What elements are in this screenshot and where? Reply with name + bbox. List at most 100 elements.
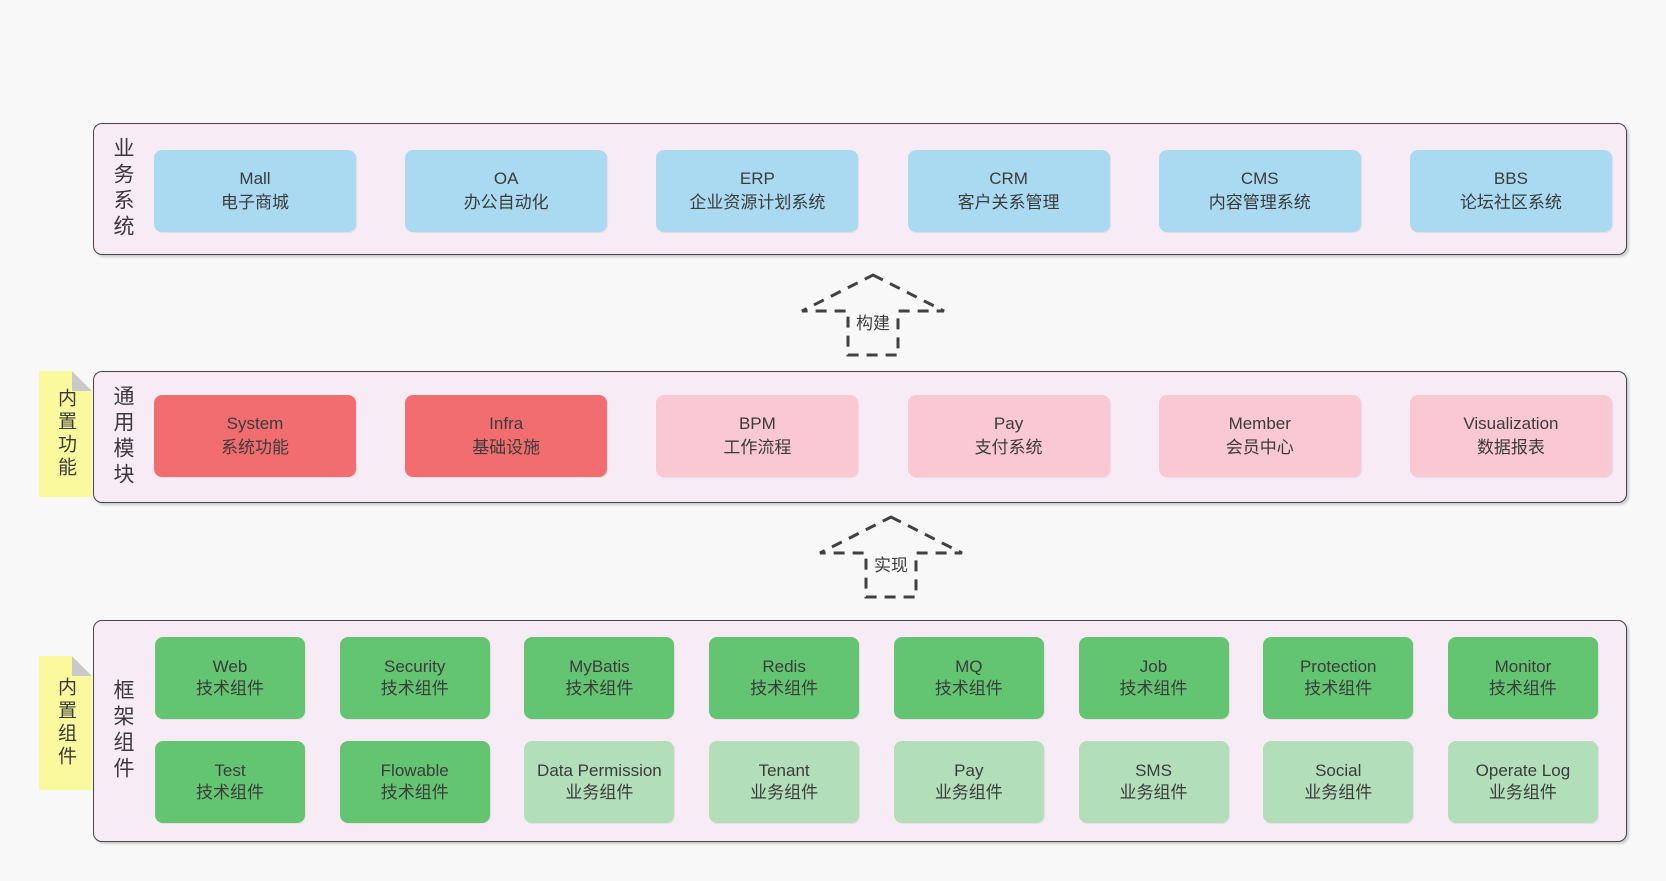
box-title: ERP (739, 169, 775, 188)
box-subtitle: 技术组件 (1488, 679, 1557, 698)
box-title: CMS (1240, 169, 1279, 188)
box-operate-log: Operate Log 业务组件 (1447, 741, 1598, 823)
box-redis: Redis 技术组件 (709, 637, 860, 719)
box-job: Job 技术组件 (1078, 637, 1229, 719)
band-label-business-systems: 业务系统 (111, 137, 134, 241)
box-subtitle: 内容管理系统 (1208, 193, 1311, 212)
box-title: Visualization (1463, 414, 1559, 433)
box-title: Redis (762, 657, 806, 676)
box-subtitle: 电子商城 (221, 193, 289, 212)
arrow-build: 构建 (798, 272, 948, 358)
box-subtitle: 技术组件 (1119, 679, 1188, 698)
box-subtitle: 业务组件 (750, 783, 819, 802)
box-test: Test 技术组件 (155, 741, 305, 823)
box-monitor: Monitor 技术组件 (1447, 637, 1598, 719)
box-subtitle: 技术组件 (380, 783, 449, 802)
folded-corner-icon (72, 371, 92, 391)
box-subtitle: 数据报表 (1476, 438, 1545, 457)
box-title: Flowable (380, 761, 449, 780)
arrow-label-build: 构建 (852, 308, 894, 335)
box-mybatis: MyBatis 技术组件 (524, 637, 675, 719)
band-common-modules: 通用模块 System 系统功能 Infra 基础设施 BPM 工作流程 Pay… (93, 371, 1627, 503)
box-title: Pay (954, 761, 984, 780)
box-subtitle: 企业资源计划系统 (689, 193, 826, 212)
box-crm: CRM 客户关系管理 (907, 150, 1110, 232)
box-mall: Mall 电子商城 (154, 150, 356, 232)
box-bbs: BBS 论坛社区系统 (1409, 150, 1612, 232)
box-subtitle: 业务组件 (1488, 783, 1557, 802)
box-title: Test (214, 761, 246, 780)
sticky-note-label: 内置功能 (55, 388, 76, 480)
box-subtitle: 业务组件 (565, 783, 634, 802)
box-title: Member (1228, 414, 1291, 433)
dashed-up-arrow-icon (819, 515, 963, 599)
box-protection: Protection 技术组件 (1263, 637, 1414, 719)
sticky-note-label: 内置组件 (55, 677, 76, 769)
box-title: BPM (738, 414, 776, 433)
box-subtitle: 工作流程 (723, 438, 792, 457)
box-subtitle: 基础设施 (472, 438, 541, 457)
box-subtitle: 业务组件 (934, 783, 1003, 802)
box-title: Infra (489, 414, 524, 433)
box-title: BBS (1493, 169, 1528, 188)
box-infra: Infra 基础设施 (405, 395, 608, 477)
box-title: Pay (993, 414, 1024, 433)
sticky-note-built-in-features: 内置功能 (39, 371, 92, 497)
box-pay-component: Pay 业务组件 (893, 741, 1044, 823)
box-title: System (226, 414, 284, 433)
box-sms: SMS 业务组件 (1078, 741, 1229, 823)
box-title: SMS (1135, 761, 1172, 780)
business-systems-row: Mall 电子商城 OA 办公自动化 ERP 企业资源计划系统 CRM 客户关系… (154, 150, 1612, 232)
box-title: Web (212, 657, 248, 676)
box-social: Social 业务组件 (1263, 741, 1414, 823)
box-subtitle: 系统功能 (221, 438, 289, 457)
box-mq: MQ 技术组件 (893, 637, 1044, 719)
box-title: Protection (1299, 657, 1377, 676)
framework-components-row-1: Web 技术组件 Security 技术组件 MyBatis 技术组件 Redi… (155, 637, 1598, 719)
common-modules-row: System 系统功能 Infra 基础设施 BPM 工作流程 Pay 支付系统… (154, 395, 1612, 477)
box-data-permission: Data Permission 业务组件 (524, 741, 675, 823)
box-title: Monitor (1494, 657, 1552, 676)
box-subtitle: 论坛社区系统 (1459, 193, 1562, 212)
band-framework-components: 框架组件 Web 技术组件 Security 技术组件 MyBatis 技术组件… (93, 620, 1627, 842)
framework-components-row-2: Test 技术组件 Flowable 技术组件 Data Permission … (155, 741, 1598, 823)
box-oa: OA 办公自动化 (405, 150, 608, 232)
dashed-up-arrow-icon (801, 273, 945, 357)
band-label-framework-components: 框架组件 (111, 679, 134, 783)
box-subtitle: 技术组件 (565, 679, 634, 698)
box-tenant: Tenant 业务组件 (709, 741, 860, 823)
box-subtitle: 技术组件 (196, 679, 264, 698)
box-subtitle: 技术组件 (1304, 679, 1373, 698)
box-member: Member 会员中心 (1158, 395, 1361, 477)
box-title: Security (383, 657, 446, 676)
box-title: Social (1315, 761, 1362, 780)
box-title: CRM (989, 169, 1028, 188)
box-web: Web 技术组件 (155, 637, 305, 719)
box-title: Operate Log (1475, 761, 1571, 780)
band-label-common-modules: 通用模块 (111, 385, 134, 489)
box-subtitle: 技术组件 (934, 679, 1003, 698)
box-subtitle: 业务组件 (1119, 783, 1188, 802)
box-subtitle: 技术组件 (380, 679, 449, 698)
band-business-systems: 业务系统 Mall 电子商城 OA 办公自动化 ERP 企业资源计划系统 CRM… (93, 123, 1627, 255)
box-subtitle: 业务组件 (1304, 783, 1373, 802)
arrow-label-implement: 实现 (870, 550, 912, 577)
box-title: Mall (239, 169, 271, 188)
box-title: MQ (955, 657, 983, 676)
box-subtitle: 技术组件 (196, 783, 264, 802)
box-subtitle: 技术组件 (750, 679, 819, 698)
box-title: MyBatis (569, 657, 630, 676)
box-subtitle: 支付系统 (974, 438, 1043, 457)
arrow-implement: 实现 (816, 514, 966, 600)
box-cms: CMS 内容管理系统 (1158, 150, 1361, 232)
box-subtitle: 办公自动化 (463, 193, 549, 212)
box-erp: ERP 企业资源计划系统 (656, 150, 859, 232)
sticky-note-built-in-components: 内置组件 (39, 656, 92, 790)
box-visualization: Visualization 数据报表 (1409, 395, 1612, 477)
box-title: Job (1139, 657, 1168, 676)
box-subtitle: 客户关系管理 (957, 193, 1060, 212)
folded-corner-icon (72, 656, 92, 676)
box-title: OA (493, 169, 519, 188)
box-system: System 系统功能 (154, 395, 356, 477)
